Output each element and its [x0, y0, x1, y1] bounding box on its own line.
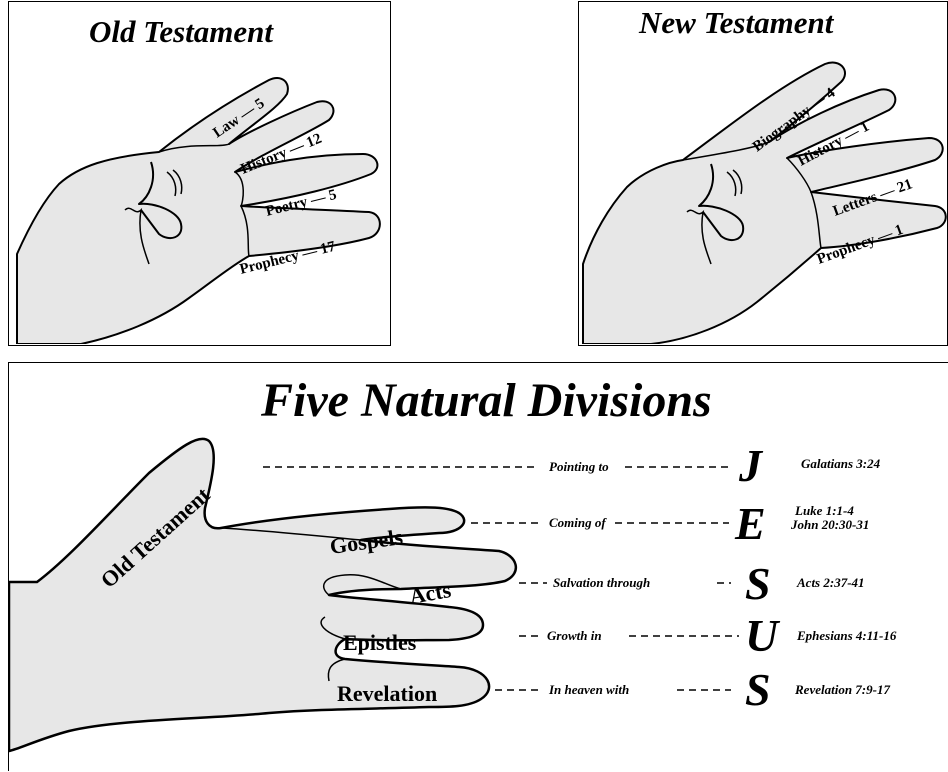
old-testament-hand-diagram: Law — 5 History — 12 Poetry — 5 Prophecy… — [9, 2, 389, 344]
scripture-ref-3: Acts 2:37-41 — [796, 575, 865, 590]
scripture-ref-2b: John 20:30-31 — [790, 517, 869, 532]
scripture-ref-2a: Luke 1:1-4 — [794, 503, 854, 518]
five-divisions-diagram: Old Testament Gospels Acts Epistles Reve… — [9, 363, 947, 772]
five-divisions-panel: Five Natural Divisions Old Testament Gos… — [8, 362, 948, 771]
acrostic-letter-1: J — [738, 440, 764, 491]
ot-hand-palm — [17, 78, 380, 344]
division-label-epistles: Epistles — [343, 630, 417, 655]
new-testament-hand-diagram: Biography — 4 History — 1 Letters — 21 P… — [579, 2, 947, 344]
scripture-ref-5: Revelation 7:9-17 — [794, 682, 890, 697]
acrostic-letter-2: E — [734, 498, 766, 549]
phrase-5: In heaven with — [548, 682, 629, 697]
scripture-ref-1: Galatians 3:24 — [801, 456, 881, 471]
acrostic-letter-3: S — [745, 558, 771, 609]
phrase-4: Growth in — [547, 628, 602, 643]
nt-hand-palm — [583, 63, 946, 344]
phrase-3: Salvation through — [553, 575, 650, 590]
acrostic-letter-4: U — [745, 610, 781, 661]
old-testament-panel: Old Testament Law — 5 History — 12 Poetr… — [8, 1, 391, 346]
new-testament-panel: New Testament Biography — 4 History — 1 … — [578, 1, 948, 346]
phrase-2: Coming of — [549, 515, 607, 530]
phrase-1: Pointing to — [549, 459, 609, 474]
acrostic-letter-5: S — [745, 664, 771, 715]
division-label-revelation: Revelation — [337, 681, 437, 706]
scripture-ref-4: Ephesians 4:11-16 — [796, 628, 897, 643]
